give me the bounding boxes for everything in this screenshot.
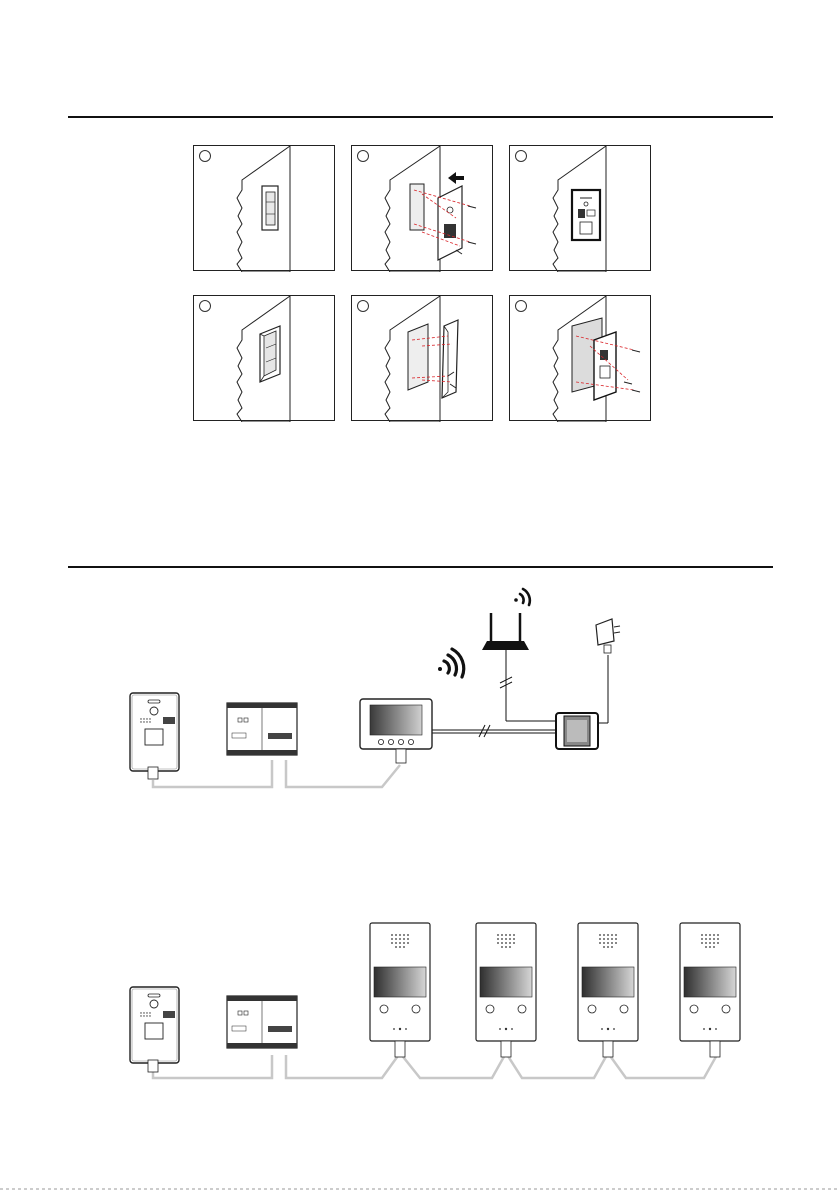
push-arrow-icon [448, 172, 464, 184]
page-bottom-edge [0, 1186, 840, 1192]
screw-icon [624, 350, 640, 392]
indoor-monitor [578, 923, 638, 1057]
section-rule-installation [68, 116, 773, 118]
install-step-panel-4 [193, 295, 335, 421]
distributor [227, 996, 297, 1048]
section-rule-wiring [68, 566, 773, 568]
wifi-signal-icon [514, 589, 530, 605]
indoor-monitor [370, 923, 430, 1057]
install-step-panel-3 [509, 145, 651, 271]
outdoor-station [130, 693, 179, 779]
indoor-monitor [476, 923, 536, 1057]
install-step-panel-1 [193, 145, 335, 271]
outdoor-station [130, 987, 179, 1072]
distributor [227, 703, 297, 755]
power-adapter [596, 619, 620, 653]
router [482, 613, 529, 650]
wifi-monitor [360, 699, 432, 763]
indoor-monitor [680, 923, 740, 1057]
multi-monitor-wiring-diagram [0, 915, 840, 1115]
install-step-panel-5 [351, 295, 493, 421]
install-step-panel-2 [351, 145, 493, 271]
wifi-system-wiring-diagram [0, 575, 840, 805]
power-supply-unit [556, 713, 598, 749]
wifi-signal-icon [438, 649, 464, 677]
install-step-panel-6 [509, 295, 651, 421]
